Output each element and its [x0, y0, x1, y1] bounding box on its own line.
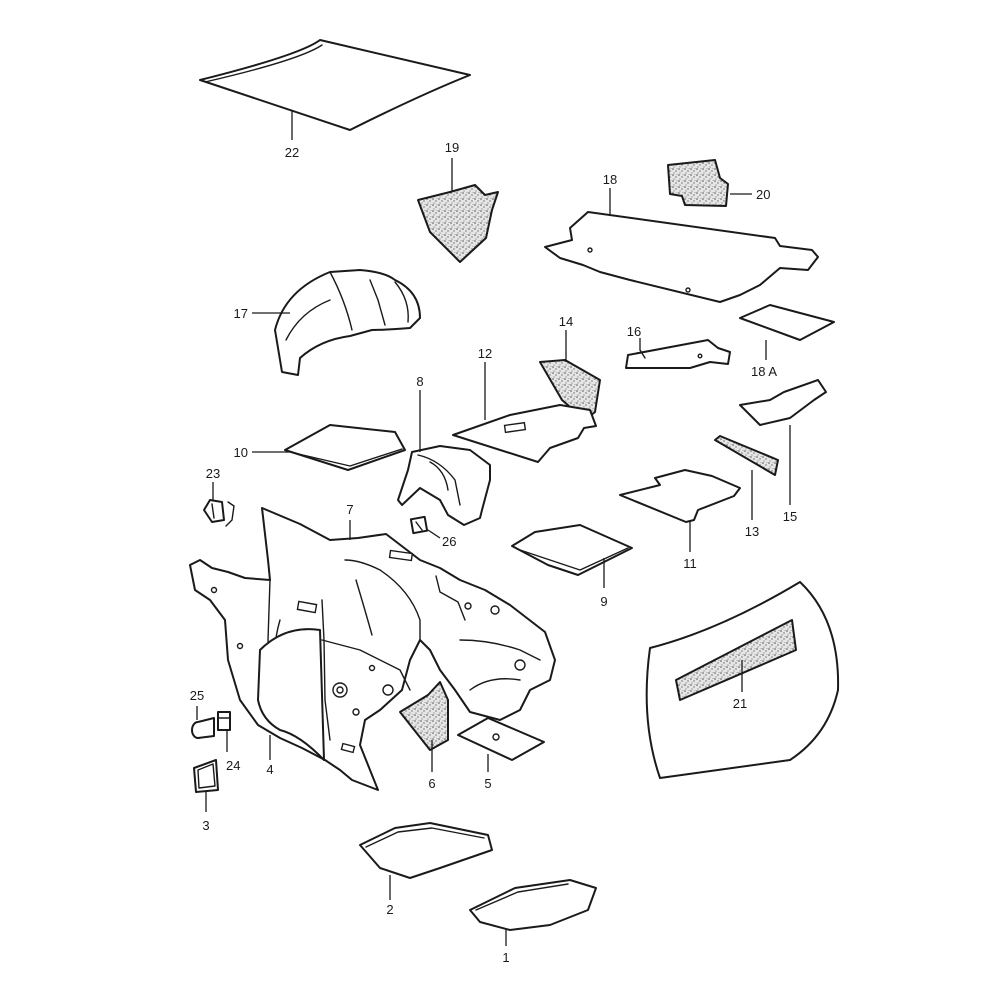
- part-16-insulation-piece: [625, 339, 731, 369]
- part-11-floor-mat: [619, 469, 741, 523]
- callout-23: 23: [206, 466, 220, 481]
- part-8-tunnel-cover: [397, 445, 491, 526]
- callout-13: 13: [745, 524, 759, 539]
- part-18-floor-mat: [544, 211, 819, 303]
- callout-5: 5: [484, 776, 491, 791]
- part-17-wheel-house-liner: [274, 269, 421, 376]
- callout-20: 20: [756, 187, 770, 202]
- callout-21: 21: [733, 696, 747, 711]
- callout-24: 24: [226, 758, 240, 773]
- callout-2: 2: [386, 902, 393, 917]
- callout-17: 17: [234, 306, 248, 321]
- part-9-floor-pad: [511, 524, 633, 576]
- callout-6: 6: [428, 776, 435, 791]
- part-22-headliner: [199, 39, 471, 131]
- part-23-clip: [203, 499, 235, 527]
- part-2-floor-mat: [359, 822, 493, 879]
- part-26-clip: [409, 515, 429, 535]
- callout-26: 26: [442, 534, 456, 549]
- part-19-insulation-pad: [417, 184, 499, 263]
- part-3-cover-plate: [193, 759, 219, 793]
- callout-15: 15: [783, 509, 797, 524]
- part-4-insulation-panel: [257, 628, 325, 761]
- callout-10: 10: [234, 445, 248, 460]
- callout-18: 18: [603, 172, 617, 187]
- part-1-floor-mat: [469, 879, 597, 931]
- callout-14: 14: [559, 314, 573, 329]
- callout-3: 3: [202, 818, 209, 833]
- part-10-floor-pad: [284, 424, 406, 471]
- part-24-plug: [217, 711, 231, 731]
- callout-22: 22: [285, 145, 299, 160]
- part-18a-pad: [739, 304, 835, 341]
- callout-25: 25: [190, 688, 204, 703]
- callout-16: 16: [627, 324, 641, 339]
- part-15-insulation-piece: [739, 379, 827, 426]
- part-6-insulation-pad: [399, 681, 449, 751]
- callout-8: 8: [416, 374, 423, 389]
- part-20-insulation-pad: [667, 159, 729, 207]
- part-25-grommet: [191, 717, 215, 739]
- callout-11: 11: [683, 556, 697, 571]
- callout-19: 19: [445, 140, 459, 155]
- part-12-floor-panel: [452, 404, 597, 463]
- callout-18a: 18 A: [751, 364, 777, 379]
- part-13-insulation-strip: [714, 435, 779, 476]
- callout-12: 12: [478, 346, 492, 361]
- callout-7: 7: [346, 502, 353, 517]
- part-14-insulation-pad: [539, 359, 601, 421]
- callout-9: 9: [600, 594, 607, 609]
- part-5-floor-pad: [457, 717, 545, 761]
- callout-1: 1: [502, 950, 509, 965]
- callout-4: 4: [266, 762, 273, 777]
- leader-26: [427, 529, 441, 539]
